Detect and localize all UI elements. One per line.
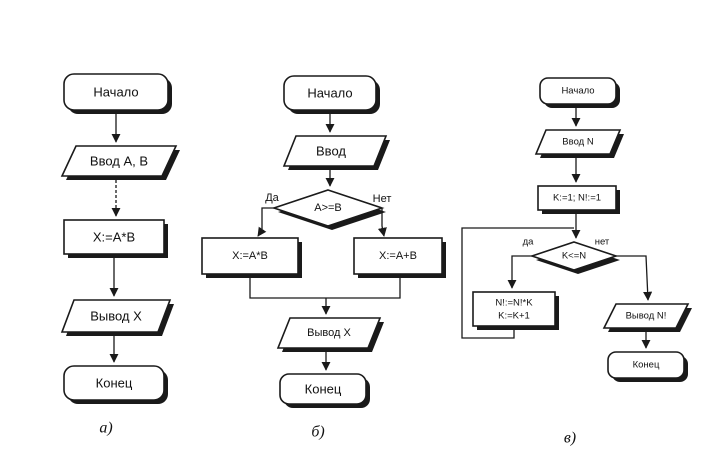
b-no-label: Нет (373, 193, 392, 205)
a-output-label: Вывод Х (90, 309, 142, 324)
c-init-block: K:=1; N!:=1 (537, 185, 620, 214)
c-body-line1: N!:=N!*K (495, 298, 533, 309)
b-input-block: Ввод (282, 135, 390, 170)
b-yes-label: Да (265, 192, 279, 204)
b-process-yes-label: X:=A*B (232, 250, 268, 262)
b-output-label: Вывод Х (307, 327, 351, 339)
a-end-label: Конец (96, 376, 133, 391)
b-condition-label: A>=B (314, 202, 342, 214)
b-process-no-block: X:=A+B (353, 237, 446, 278)
a-process-label: X:=A*B (93, 230, 135, 245)
a-input-label: Ввод А, В (90, 154, 148, 169)
b-start-terminal: Начало (283, 75, 380, 114)
b-process-yes-block: X:=A*B (201, 237, 302, 278)
b-output-block: Вывод Х (276, 317, 384, 352)
a-end-terminal: Конец (63, 365, 168, 404)
b-input-label: Ввод (316, 144, 346, 159)
a-output-block: Вывод Х (60, 299, 174, 336)
b-arrow-no (377, 208, 387, 237)
c-end-terminal: Конец (607, 351, 688, 382)
c-loop-back-line (461, 227, 574, 339)
a-process-block: X:=A*B (63, 219, 168, 258)
c-start-terminal: Начало (539, 77, 620, 108)
b-process-no-label: X:=A+B (379, 250, 417, 262)
c-arrow-yes (507, 255, 532, 289)
b-merge-line (249, 278, 401, 299)
b-end-terminal: Конец (279, 373, 370, 408)
c-condition-label: K<=N (562, 251, 586, 262)
b-end-label: Конец (305, 382, 342, 397)
diagram-a: Начало Ввод А, В X:=A*B Вывод Х Конец а) (60, 73, 180, 437)
b-start-label: Начало (307, 86, 352, 101)
c-end-label: Конец (633, 360, 660, 371)
c-no-label: нет (595, 237, 610, 248)
c-input-block: Ввод N (534, 129, 624, 158)
c-condition-block: K<=N (529, 241, 620, 274)
c-body-block: N!:=N!*K K:=K+1 (472, 291, 559, 330)
b-caption: б) (311, 424, 324, 441)
c-output-block: Вывод N! (602, 303, 692, 332)
c-input-label: Ввод N (562, 137, 594, 148)
b-arrow-yes (257, 207, 274, 237)
c-arrow-no (616, 255, 653, 301)
c-yes-label: да (523, 237, 535, 248)
diagram-b: Начало Ввод A>=B Да Нет X:=A*B X:=A+B (201, 75, 446, 441)
a-start-label: Начало (93, 85, 138, 100)
c-start-label: Начало (561, 86, 594, 97)
a-start-terminal: Начало (63, 73, 172, 114)
c-output-label: Вывод N! (626, 311, 667, 322)
a-input-block: Ввод А, В (60, 145, 180, 180)
c-init-label: K:=1; N!:=1 (553, 193, 601, 204)
diagram-c: Начало Ввод N K:=1; N!:=1 K<=N да нет N!… (461, 77, 692, 447)
b-condition-block: A>=B (271, 189, 386, 230)
a-caption: а) (99, 420, 112, 437)
c-caption: в) (564, 430, 576, 447)
c-body-line2: K:=K+1 (498, 311, 530, 322)
